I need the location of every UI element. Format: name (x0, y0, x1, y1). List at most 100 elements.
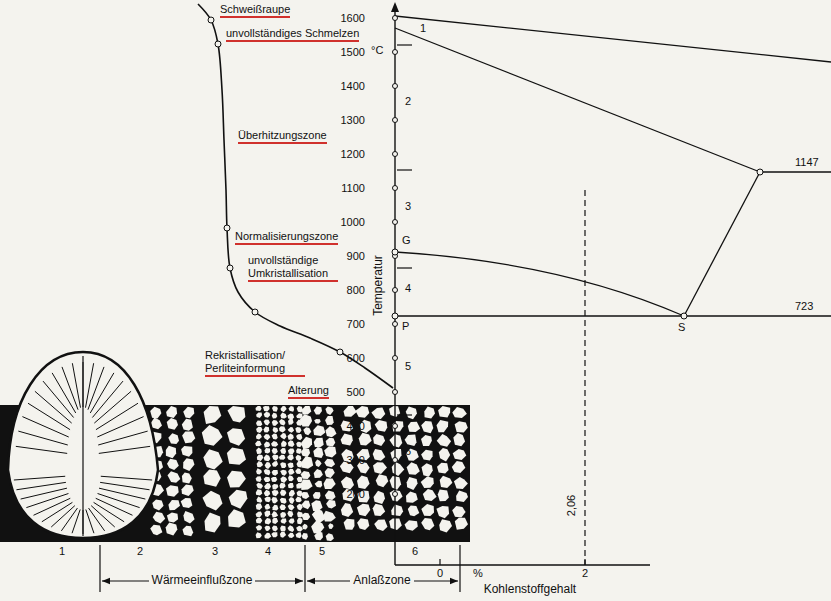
grain (202, 425, 223, 446)
grain (325, 406, 333, 415)
grain (324, 459, 335, 468)
grain (405, 434, 417, 446)
grain (344, 406, 357, 417)
axis-dot (393, 50, 398, 55)
weld-bead (8, 352, 158, 538)
grain (341, 477, 354, 490)
zone-label: Alterung (288, 384, 329, 399)
grain (264, 483, 271, 490)
grain (314, 469, 323, 478)
grain (288, 440, 295, 447)
grain (256, 489, 262, 495)
grain (301, 437, 312, 449)
grain (264, 469, 271, 475)
grain (182, 431, 195, 443)
grain (272, 505, 278, 511)
curve-point (208, 17, 214, 23)
grain (271, 441, 278, 447)
grain (301, 471, 311, 479)
liquidus-line (395, 16, 831, 62)
grain (152, 500, 163, 511)
axis-tick-label: 500 (347, 386, 365, 399)
grain (313, 425, 325, 436)
grain (301, 448, 310, 457)
temperature-curve (198, 4, 393, 388)
zone-number: 3 (212, 545, 218, 558)
grain (272, 518, 278, 524)
grain (272, 470, 278, 476)
grain (166, 406, 177, 418)
grain (455, 518, 468, 530)
axis-tick-label: 2 (582, 567, 588, 580)
grain (280, 532, 286, 538)
grain (203, 470, 220, 487)
eutectoid-line (395, 315, 831, 316)
axis-tick-label: 300 (347, 454, 365, 467)
grain (357, 518, 369, 530)
grain (296, 526, 303, 532)
grain (453, 433, 465, 446)
axis-dot (393, 152, 398, 157)
grain (314, 438, 324, 448)
grain (302, 524, 307, 530)
grain (281, 519, 287, 524)
grain (355, 406, 369, 418)
grain (452, 407, 467, 418)
dimension-limit (459, 545, 460, 592)
carbon-axis (395, 564, 650, 565)
point-e (757, 169, 763, 175)
axis-tick-label: 700 (347, 318, 365, 331)
axis-dot (393, 492, 398, 497)
weld-bead-outline (8, 352, 158, 538)
axis-tick-label: 600 (347, 352, 365, 365)
grain (264, 427, 270, 433)
axis-tick-label: 800 (347, 284, 365, 297)
grain (183, 407, 194, 419)
grain (288, 427, 294, 433)
grain (256, 532, 262, 538)
grain (295, 497, 301, 503)
grain (437, 420, 449, 432)
grain (168, 500, 180, 510)
curve-point (227, 265, 233, 271)
grain (297, 518, 302, 525)
grain (272, 497, 278, 504)
grain (392, 421, 403, 432)
columnar-grain (28, 403, 70, 429)
grain (439, 519, 452, 532)
grain (295, 427, 301, 433)
grain (272, 448, 278, 454)
grain (408, 506, 420, 517)
grain (256, 406, 262, 411)
grain (341, 503, 353, 517)
grain (325, 490, 336, 500)
grain (265, 448, 270, 454)
point-g (392, 249, 398, 255)
grain (272, 511, 278, 517)
zone-number: 1 (59, 545, 65, 558)
grain (436, 506, 449, 518)
grain (272, 461, 278, 467)
columnar-grain (89, 508, 105, 531)
grain (437, 463, 449, 474)
grain (454, 477, 468, 489)
grain (341, 434, 353, 446)
grain (255, 441, 262, 446)
grain (288, 469, 295, 475)
grain (422, 463, 433, 477)
axis-tick-label: 1200 (341, 148, 365, 161)
grain (272, 454, 278, 460)
columnar-grain (21, 488, 67, 499)
grain (408, 422, 420, 432)
grain (438, 490, 449, 502)
grain (302, 533, 308, 540)
grain (227, 471, 246, 488)
grain (326, 500, 336, 509)
grain (150, 407, 161, 419)
grain (204, 406, 222, 424)
grain (456, 491, 468, 502)
grain (301, 480, 313, 490)
